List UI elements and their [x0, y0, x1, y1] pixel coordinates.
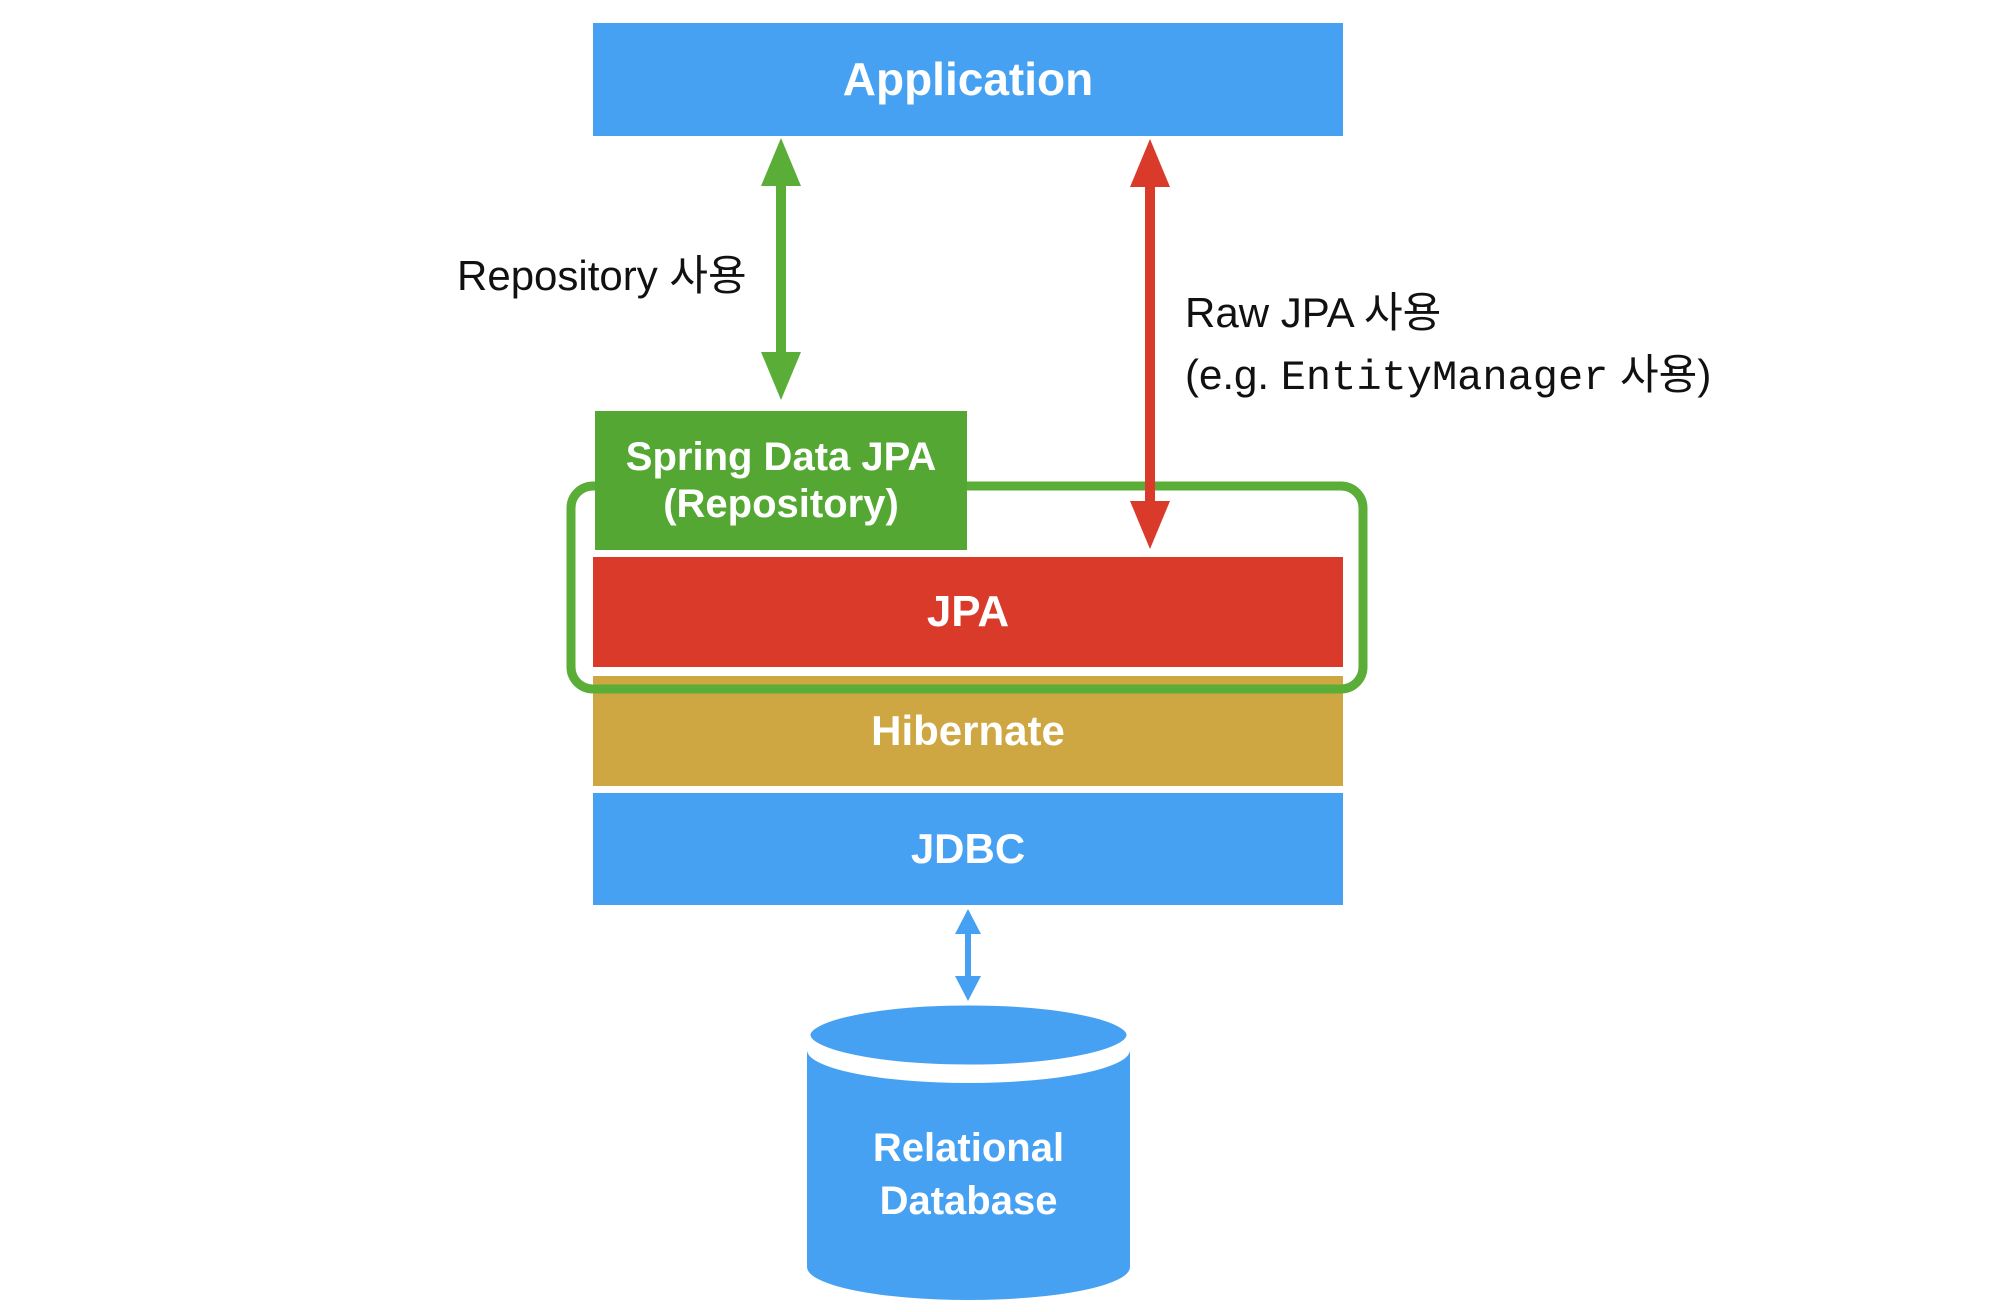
raw-jpa-usage-arrowhead-up — [1130, 139, 1170, 187]
application-label: Application — [842, 53, 1094, 106]
jdbc-database-arrowhead-up — [955, 909, 981, 934]
repository-usage-arrow — [761, 138, 801, 400]
raw-jpa-usage-arrow — [1130, 139, 1170, 549]
database-cylinder-body — [807, 1050, 1130, 1300]
database-cylinder-top — [803, 998, 1134, 1072]
repository-usage-arrowhead-up — [761, 138, 801, 186]
raw-jpa-usage-label-line1: Raw JPA 사용 — [1185, 289, 1442, 336]
spring-data-jpa-box: Spring Data JPA (Repository) — [595, 411, 967, 550]
repository-usage-label: Repository 사용 — [457, 252, 747, 299]
jdbc-database-arrow — [955, 909, 981, 1001]
raw-jpa-line2-prefix: (e.g. — [1185, 351, 1281, 398]
application-box: Application — [593, 23, 1343, 136]
relational-database-label-line1: Relational — [872, 1126, 1065, 1170]
hibernate-box: Hibernate — [593, 676, 1343, 786]
raw-jpa-usage-label-line2: (e.g. EntityManager 사용) — [1185, 344, 1711, 409]
raw-jpa-line2-suffix: 사용) — [1608, 351, 1712, 398]
spring-data-jpa-label-line1: Spring Data JPA — [625, 434, 937, 479]
jpa-label: JPA — [926, 587, 1010, 637]
jpa-group-outline — [566, 481, 1368, 694]
spring-data-jpa-label-line2: (Repository) — [663, 481, 899, 526]
jpa-box: JPA — [593, 557, 1343, 667]
relational-database-label-line2: Database — [879, 1179, 1058, 1223]
jdbc-database-arrowhead-down — [955, 976, 981, 1001]
raw-jpa-usage-arrowhead-down — [1130, 501, 1170, 549]
repository-usage-arrowhead-down — [761, 352, 801, 400]
raw-jpa-usage-label: Raw JPA 사용 (e.g. EntityManager 사용) — [1185, 282, 1711, 409]
jdbc-label: JDBC — [910, 825, 1026, 873]
hibernate-label: Hibernate — [871, 707, 1065, 755]
raw-jpa-line2-code: EntityManager — [1280, 354, 1609, 402]
jdbc-box: JDBC — [593, 793, 1343, 905]
relational-database-label: Relational Database — [807, 1122, 1130, 1228]
